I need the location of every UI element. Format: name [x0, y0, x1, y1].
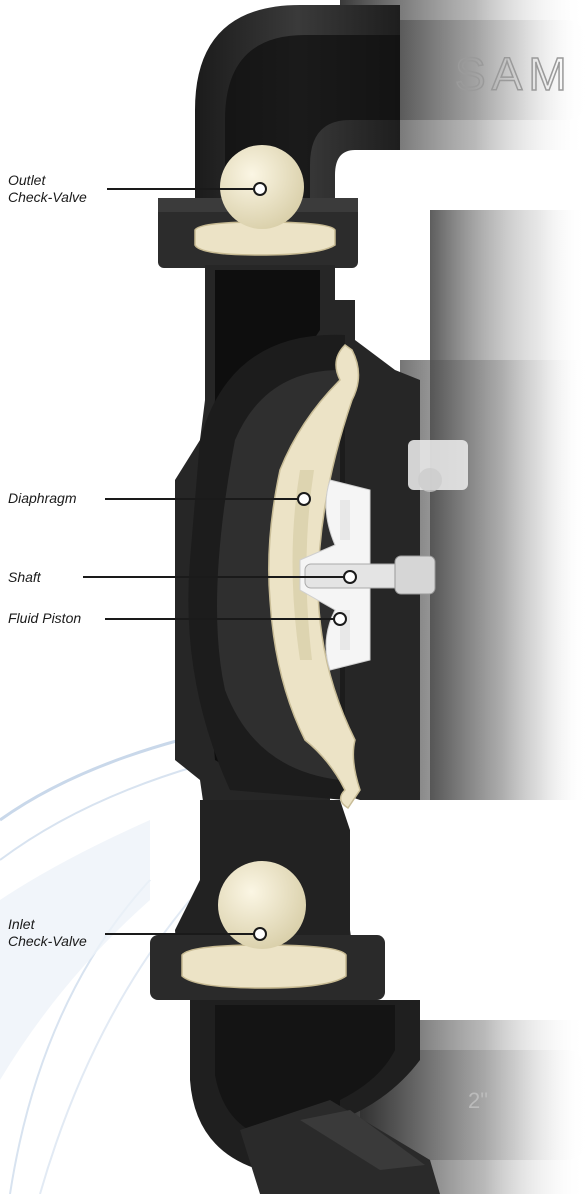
callout-leader-lines: [83, 188, 346, 935]
callout-dots: [253, 182, 357, 941]
inlet-label-line2: Check-Valve: [8, 933, 87, 949]
outlet-label-line2: Check-Valve: [8, 189, 87, 205]
outlet-label-line1: Outlet: [8, 172, 46, 188]
svg-text:2": 2": [468, 1088, 488, 1113]
inlet-check-valve-part: [181, 861, 347, 989]
fluid-piston-label-text: Fluid Piston: [8, 610, 82, 626]
outlet-check-valve-label: Outlet Check-Valve: [8, 172, 87, 206]
svg-text:SAM: SAM: [455, 48, 573, 100]
shaft-label: Shaft: [8, 569, 41, 586]
shaft-label-text: Shaft: [8, 569, 41, 585]
shaft-part: [304, 555, 436, 595]
inlet-label-line1: Inlet: [8, 916, 35, 932]
diaphragm-label-text: Diaphragm: [8, 490, 77, 506]
background-swoosh: [0, 738, 201, 1194]
diaphragm-label: Diaphragm: [8, 490, 76, 507]
inlet-check-valve-label: Inlet Check-Valve: [8, 916, 87, 950]
fluid-piston-label: Fluid Piston: [8, 610, 81, 627]
pilot-valve-part: [408, 440, 468, 492]
